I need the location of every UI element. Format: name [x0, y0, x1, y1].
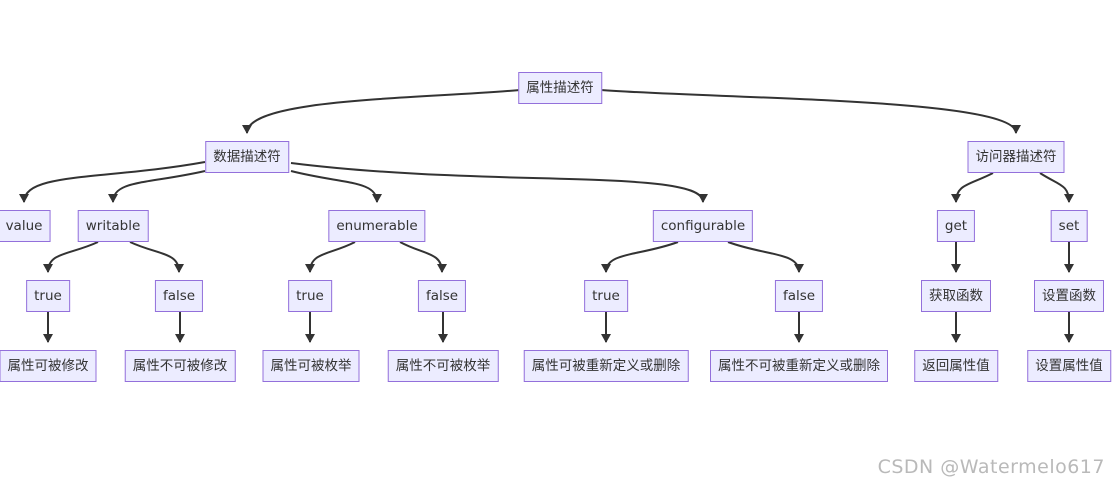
edge-configurable-true: [601, 241, 679, 273]
edge-writable-false: [129, 241, 184, 273]
edge-enumerable-true: [305, 241, 356, 273]
node-writable-false-result: 属性不可被修改: [124, 350, 236, 382]
node-set-fn: 设置函数: [1034, 280, 1104, 312]
edge-writable-true: [43, 241, 99, 273]
edge-data-enumerable: [290, 170, 382, 203]
node-enumerable-true: true: [288, 280, 332, 312]
edge-accessor-set: [1039, 172, 1074, 203]
node-writable-true: true: [26, 280, 70, 312]
node-get: get: [936, 210, 976, 242]
node-set-result: 设置属性值: [1027, 350, 1111, 382]
node-get-fn: 获取函数: [921, 280, 991, 312]
node-configurable-false: false: [774, 280, 824, 312]
node-accessor-descriptor: 访问器描述符: [967, 141, 1065, 173]
node-enumerable: enumerable: [328, 210, 426, 242]
edge-enumerable-false: [399, 241, 447, 273]
node-root: 属性描述符: [518, 72, 602, 104]
node-data-descriptor: 数据描述符: [205, 141, 289, 173]
node-configurable-false-result: 属性不可被重新定义或删除: [710, 350, 888, 382]
node-enumerable-true-result: 属性可被枚举: [262, 350, 360, 382]
edge-data-configurable: [290, 162, 708, 203]
node-writable-false: false: [154, 280, 204, 312]
edge-data-writable: [108, 170, 206, 203]
edge-accessor-get: [951, 172, 994, 203]
node-get-result: 返回属性值: [914, 350, 998, 382]
node-configurable: configurable: [652, 210, 754, 242]
node-set: set: [1050, 210, 1088, 242]
edge-configurable-false: [727, 241, 804, 273]
node-writable-true-result: 属性可被修改: [0, 350, 97, 382]
csdn-watermark: CSDN @Watermelo617: [877, 456, 1105, 478]
edge-root-data: [242, 89, 521, 134]
node-enumerable-false-result: 属性不可被枚举: [387, 350, 499, 382]
edge-data-value: [19, 161, 206, 203]
node-writable: writable: [77, 210, 149, 242]
node-configurable-true-result: 属性可被重新定义或删除: [523, 350, 689, 382]
node-enumerable-false: false: [417, 280, 467, 312]
node-configurable-true: true: [584, 280, 628, 312]
edge-root-accessor: [600, 89, 1021, 134]
node-value: value: [0, 210, 51, 242]
